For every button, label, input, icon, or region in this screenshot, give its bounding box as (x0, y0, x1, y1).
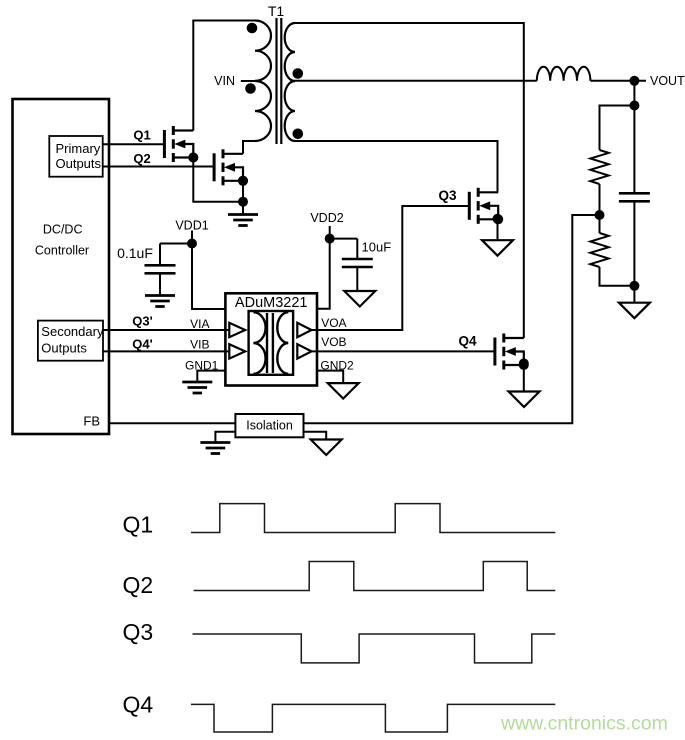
svg-text:VIA: VIA (190, 317, 209, 331)
svg-text:Q3': Q3' (132, 313, 152, 328)
svg-text:VOA: VOA (321, 316, 346, 330)
svg-text:VOUT: VOUT (650, 74, 685, 88)
svg-text:VIN: VIN (214, 74, 235, 88)
svg-text:Primary: Primary (56, 141, 101, 156)
svg-text:Outputs: Outputs (56, 156, 102, 171)
svg-text:Q4: Q4 (458, 334, 477, 349)
svg-text:FB: FB (83, 414, 100, 429)
svg-text:VIB: VIB (190, 338, 209, 352)
svg-text:Q2: Q2 (123, 572, 154, 598)
svg-text:Q4: Q4 (123, 692, 154, 718)
svg-text:Controller: Controller (35, 243, 89, 257)
svg-text:www.cntronics.com: www.cntronics.com (500, 713, 668, 735)
svg-text:10uF: 10uF (362, 240, 392, 255)
svg-text:VDD1: VDD1 (175, 219, 208, 233)
svg-text:Isolation: Isolation (246, 419, 293, 433)
svg-text:VDD2: VDD2 (310, 211, 343, 225)
svg-text:Q1: Q1 (123, 512, 154, 538)
svg-text:Q4': Q4' (132, 337, 152, 352)
svg-text:DC/DC: DC/DC (43, 222, 83, 236)
svg-text:Q3: Q3 (123, 619, 154, 645)
svg-text:ADuM3221: ADuM3221 (235, 295, 308, 311)
svg-text:GND1: GND1 (185, 358, 219, 372)
svg-text:GND2: GND2 (320, 358, 354, 372)
svg-text:0.1uF: 0.1uF (117, 245, 153, 261)
svg-text:Q1: Q1 (133, 128, 150, 143)
svg-text:VOB: VOB (321, 335, 346, 349)
svg-text:Q2: Q2 (133, 151, 150, 166)
svg-text:T1: T1 (268, 3, 285, 19)
svg-text:Q3: Q3 (438, 188, 457, 203)
svg-text:Outputs: Outputs (41, 340, 87, 355)
svg-text:Secondary: Secondary (41, 324, 104, 339)
